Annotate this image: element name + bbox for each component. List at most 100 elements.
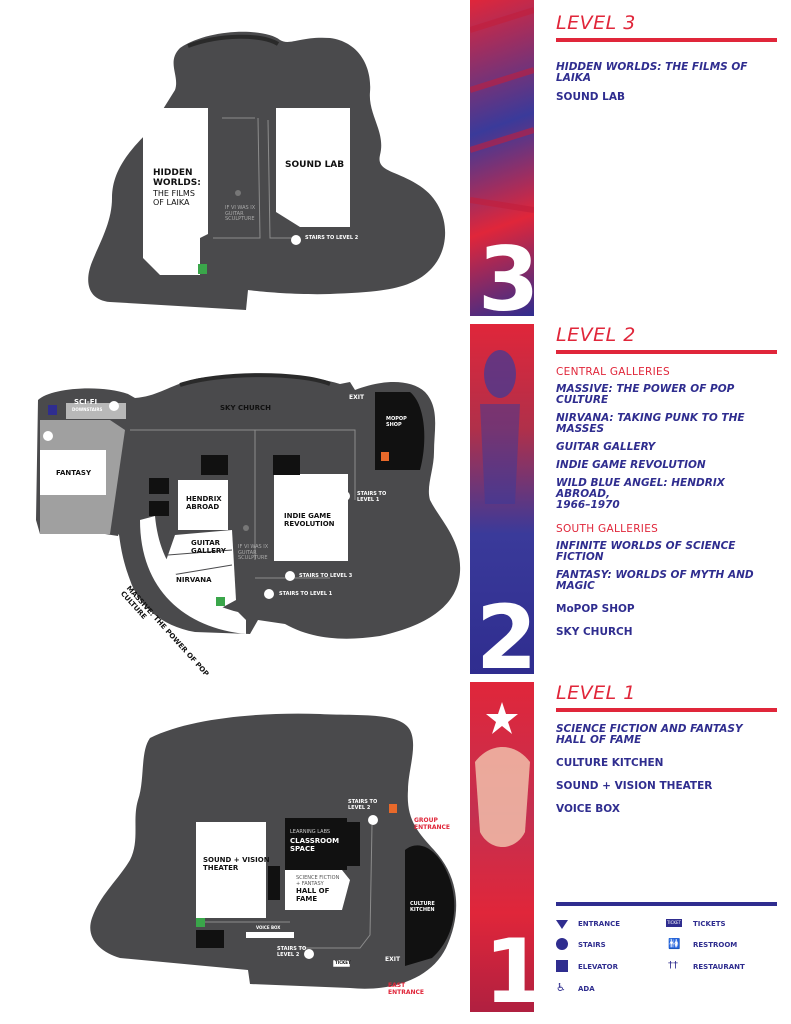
level1-item-hall-of-fame: SCIENCE FICTION AND FANTASY HALL OF FAME (556, 723, 743, 747)
level1-exit-label: EXIT (385, 956, 401, 963)
scifi-label: SCI-FI (74, 398, 98, 406)
central-item-2: GUITAR GALLERY (556, 441, 656, 454)
level1-directory: LEVEL 1 SCIENCE FICTION AND FANTASY HALL… (556, 682, 781, 815)
mopop-shop-room (375, 392, 425, 470)
level3-title: LEVEL 3 (556, 12, 636, 34)
stairs-to-level1-label: STAIRS TO LEVEL 1 (279, 591, 333, 597)
level3-sculpture-label: IF VI WAS IX GUITAR SCULPTURE (225, 205, 256, 223)
level1-strip: 1 (470, 682, 534, 1012)
level1-number: 1 (484, 920, 534, 1012)
level2-sculpture-label: IF VI WAS IX GUITAR SCULPTURE (238, 544, 269, 562)
central-galleries-heading: CENTRAL GALLERIES (556, 366, 670, 378)
scifi-fantasy-label: SCIENCE FICTION + FANTASY (296, 875, 340, 887)
sound-vision-label: SOUND + VISION THEATER (203, 856, 270, 872)
level2-exit-label: EXIT (349, 394, 365, 401)
hall-of-fame-label: HALL OF FAME (296, 887, 330, 903)
tickets-marker-label: TICKET (335, 960, 351, 965)
level2-strip-art (480, 350, 520, 504)
stairs-to-level3-label: STAIRS TO LEVEL 3 (299, 573, 353, 579)
downstairs-label: DOWNSTAIRS (72, 407, 103, 412)
level3-stairs-marker (291, 235, 301, 245)
level3-item-1: SOUND LAB (556, 91, 625, 104)
central-item-0: MASSIVE: THE POWER OF POP CULTURE (556, 383, 735, 407)
level3-floor (88, 31, 446, 311)
level3-item-0: HIDDEN WORLDS: THE FILMS OF LAIKA (556, 61, 748, 85)
level3-directory: LEVEL 3 HIDDEN WORLDS: THE FILMS OF LAIK… (556, 12, 781, 103)
elevator-icon (556, 960, 568, 972)
central-item-1: NIRVANA: TAKING PUNK TO THE MASSES (556, 412, 745, 436)
group-entrance-label: GROUP ENTRANCE (414, 817, 450, 831)
stairs-icon (556, 938, 568, 950)
level2-other-item-0: MoPOP SHOP (556, 603, 635, 616)
floor-plan-svg (36, 31, 461, 989)
east-entrance-label: EAST ENTRANCE (388, 982, 424, 996)
south-galleries-heading: SOUTH GALLERIES (556, 523, 659, 536)
entrance-icon (556, 920, 568, 929)
hendrix-label: HENDRIX ABROAD (186, 495, 222, 511)
level2-number: 2 (476, 586, 534, 674)
level2-restroom-icon-left (48, 405, 57, 415)
key-elevator: ELEVATOR (578, 963, 618, 971)
museum-floor-maps: HIDDEN WORLDS: THE FILMS OF LAIKA SOUND … (36, 31, 461, 996)
level1-strip-art (475, 702, 530, 847)
fantasy-label: FANTASY (56, 469, 92, 477)
map-key: ENTRANCE TICKET TICKETS STAIRS 🚻 RESTROO… (556, 916, 781, 996)
key-restaurant: RESTAURANT (693, 963, 745, 971)
mopop-shop-label: MoPOP SHOP (386, 416, 407, 428)
films-of-laika-label: THE FILMS OF LAIKA (153, 189, 195, 207)
level3-number: 3 (478, 228, 534, 316)
level3-rule (556, 38, 777, 42)
level2-directory: LEVEL 2 CENTRAL GALLERIES MASSIVE: THE P… (556, 324, 781, 638)
level1-restaurant-icon (389, 804, 397, 813)
level3-sculpture-marker (235, 190, 241, 196)
level1-title: LEVEL 1 (556, 682, 636, 704)
level3-strip-art (470, 7, 534, 213)
ada-icon: ♿ (556, 981, 566, 994)
stairs-bottom-label: STAIRS TO LEVEL 2 (277, 946, 307, 958)
key-entrance: ENTRANCE (578, 920, 620, 928)
classroom-room (285, 818, 347, 870)
culture-kitchen-label: CULTURE KITCHEN (410, 901, 435, 913)
indie-game-label: INDIE GAME REVOLUTION (284, 512, 335, 528)
sky-church-label: SKY CHURCH (220, 404, 272, 412)
sound-vision-room (196, 822, 266, 918)
level1-elevator (196, 918, 205, 927)
key-stairs: STAIRS (578, 941, 606, 949)
nirvana-label: NIRVANA (176, 576, 212, 584)
central-item-4: WILD BLUE ANGEL: HENDRIX ABROAD, 1966–19… (556, 477, 725, 512)
south-item-0: INFINITE WORLDS OF SCIENCE FICTION (556, 540, 736, 564)
sound-lab-label: SOUND LAB (285, 160, 345, 170)
massive-band (140, 516, 246, 634)
key-divider (556, 902, 777, 906)
hidden-worlds-room (143, 108, 208, 275)
level3-elevator (198, 264, 207, 274)
level1-rule (556, 708, 777, 712)
indie-game-room (274, 474, 348, 561)
key-tickets: TICKETS (693, 920, 726, 928)
classroom-label: CLASSROOM SPACE (290, 837, 340, 853)
learning-labs-label: LEARNING LABS (290, 829, 331, 835)
voice-box-label: VOICE BOX (256, 925, 281, 930)
level2-title: LEVEL 2 (556, 324, 636, 346)
guitar-gallery-label: GUITAR GALLERY (191, 539, 226, 555)
stairs-top-label: STAIRS TO LEVEL 2 (348, 799, 378, 811)
level2-rule (556, 350, 777, 354)
level1-item-2: VOICE BOX (556, 803, 620, 816)
level1-item-0: CULTURE KITCHEN (556, 757, 664, 770)
level1-floor (90, 713, 457, 989)
level2-elevator (216, 597, 225, 606)
central-item-3: INDIE GAME REVOLUTION (556, 459, 706, 472)
hendrix-room (178, 480, 228, 530)
hall-of-fame-room (285, 870, 350, 910)
level3-strip: 3 (470, 0, 534, 316)
level2-other-item-1: SKY CHURCH (556, 626, 633, 639)
restroom-icon: 🚻 (668, 939, 681, 950)
stairs-to-level1-right-label: STAIRS TO LEVEL 1 (357, 491, 387, 503)
south-item-1: FANTASY: WORLDS OF MYTH AND MAGIC (556, 569, 754, 593)
level3-stairs-label: STAIRS TO LEVEL 2 (305, 235, 359, 241)
level2-strip: 2 (470, 324, 534, 674)
hidden-worlds-label: HIDDEN WORLDS: (153, 168, 201, 189)
culture-kitchen-room (405, 845, 455, 966)
key-ada: ADA (578, 985, 595, 993)
key-restroom: RESTROOM (693, 941, 738, 949)
